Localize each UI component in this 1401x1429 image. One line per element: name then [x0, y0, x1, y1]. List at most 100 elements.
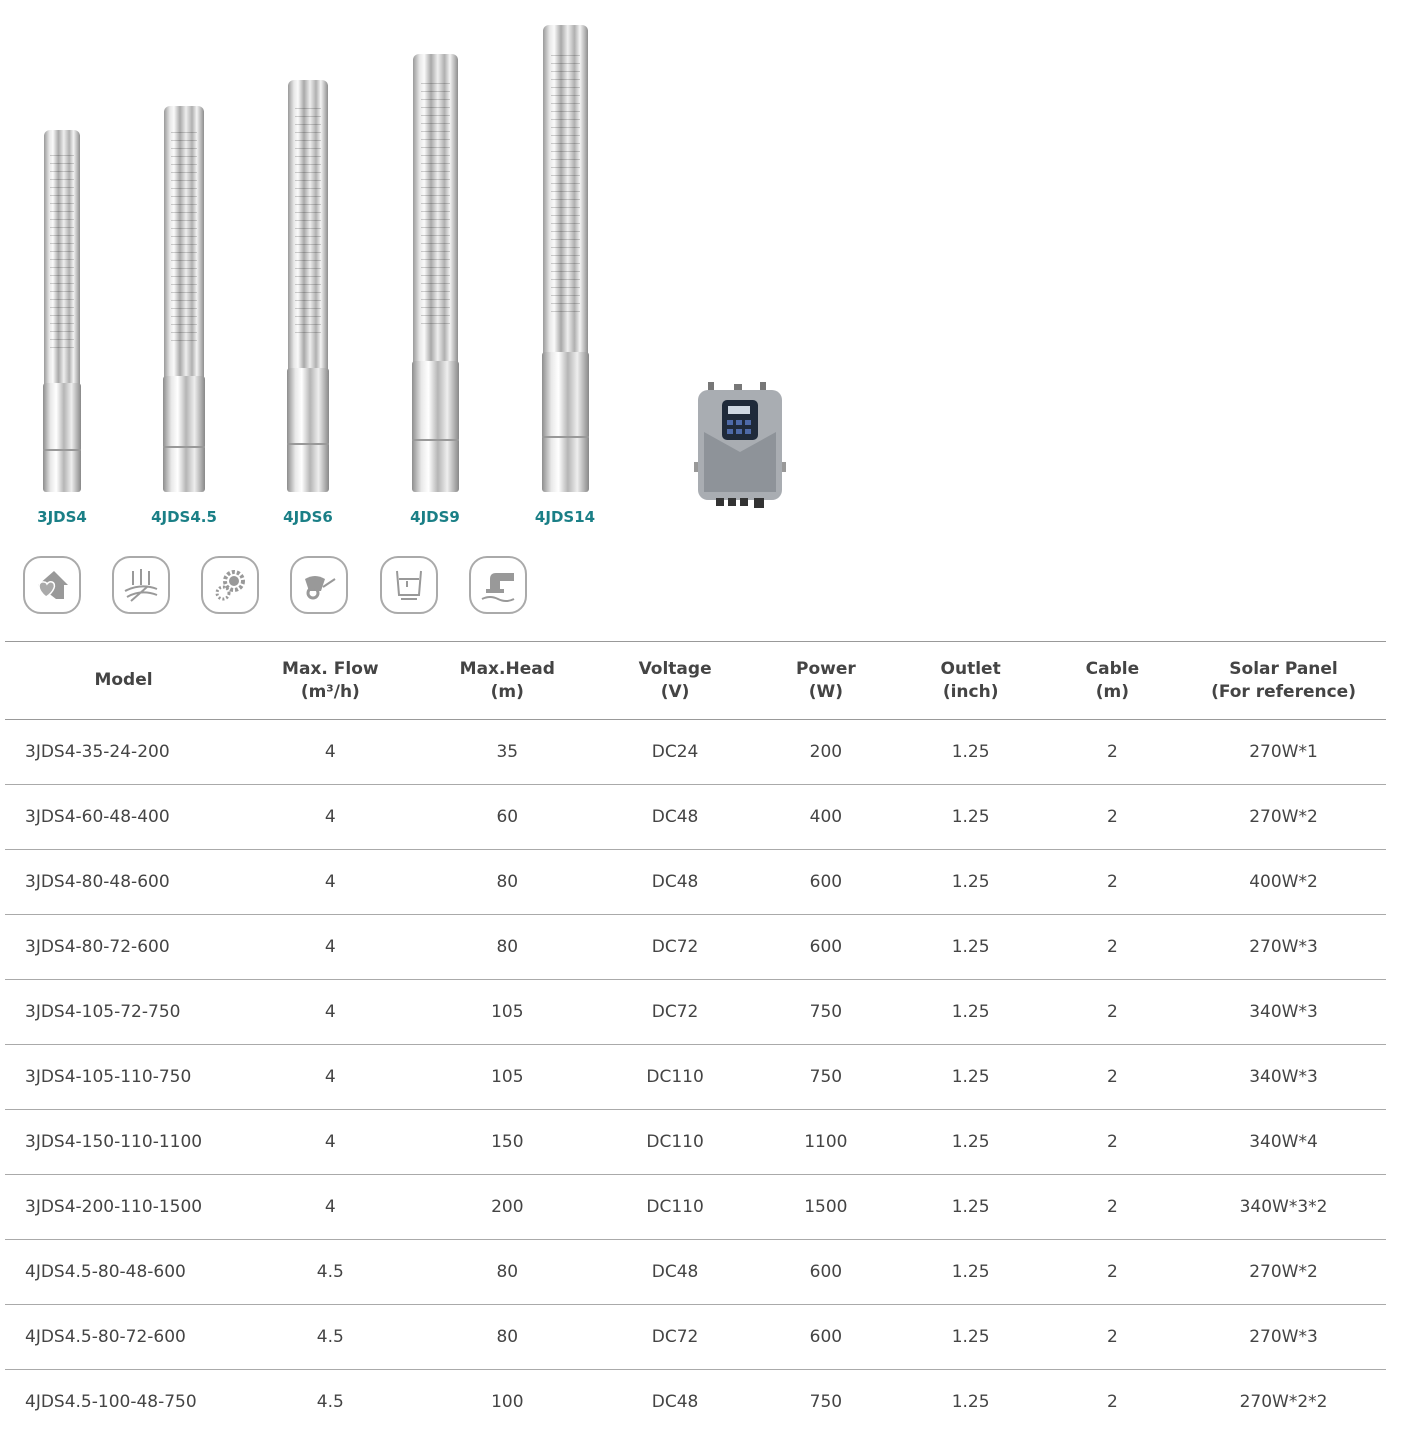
- table-cell: 2: [1043, 1044, 1182, 1110]
- table-cell: 2: [1043, 719, 1182, 785]
- table-cell: 2: [1043, 1239, 1182, 1305]
- table-cell: 1.25: [897, 1109, 1044, 1175]
- table-cell: 1.25: [897, 1369, 1044, 1429]
- column-header: Model: [5, 641, 243, 720]
- column-header: Voltage(V): [595, 641, 755, 720]
- table-cell: 3JDS4-35-24-200: [5, 719, 243, 785]
- table-cell: 270W*2: [1181, 784, 1386, 850]
- table-cell: 4: [242, 849, 419, 915]
- table-cell: 60: [418, 784, 596, 850]
- column-header: Max. Flow(m³/h): [242, 641, 419, 720]
- agriculture-icon: [112, 556, 170, 614]
- product-label[interactable]: 4JDS14: [534, 508, 596, 526]
- table-cell: DC24: [595, 719, 755, 785]
- table-cell: DC72: [595, 1304, 755, 1370]
- table-cell: 80: [418, 849, 596, 915]
- product-label[interactable]: 4JDS4.5: [151, 508, 217, 526]
- table-cell: 80: [418, 914, 596, 980]
- table-cell: 4.5: [242, 1304, 419, 1370]
- table-cell: 150: [418, 1109, 596, 1175]
- table-cell: DC48: [595, 849, 755, 915]
- column-header-title: Max.Head: [459, 658, 555, 679]
- table-cell: 750: [754, 979, 898, 1045]
- table-cell: 4: [242, 784, 419, 850]
- table-cell: 2: [1043, 914, 1182, 980]
- column-header: Outlet(inch): [897, 641, 1044, 720]
- table-cell: 3JDS4-200-110-1500: [5, 1174, 243, 1240]
- pump-image-3jds4: [42, 130, 82, 492]
- water-tank-icon: [380, 556, 438, 614]
- table-cell: 750: [754, 1369, 898, 1429]
- table-cell: 750: [754, 1044, 898, 1110]
- table-cell: 400W*2: [1181, 849, 1386, 915]
- table-cell: 1.25: [897, 1304, 1044, 1370]
- column-header-title: Voltage: [638, 658, 712, 679]
- table-cell: 1.25: [897, 849, 1044, 915]
- table-cell: 1.25: [897, 719, 1044, 785]
- product-label[interactable]: 4JDS6: [283, 508, 333, 526]
- table-cell: 4.5: [242, 1239, 419, 1305]
- table-cell: 80: [418, 1239, 596, 1305]
- column-header-title: Power: [795, 658, 856, 679]
- product-label[interactable]: 3JDS4: [37, 508, 87, 526]
- table-cell: 270W*2*2: [1181, 1369, 1386, 1429]
- table-cell: 340W*3*2: [1181, 1174, 1386, 1240]
- table-cell: DC110: [595, 1109, 755, 1175]
- table-cell: 3JDS4-60-48-400: [5, 784, 243, 850]
- table-cell: DC110: [595, 1174, 755, 1240]
- column-header-unit: (V): [660, 681, 690, 702]
- table-cell: 1500: [754, 1174, 898, 1240]
- table-cell: 600: [754, 914, 898, 980]
- pump-image-4jds4-5: [162, 106, 206, 492]
- table-cell: 4JDS4.5-80-72-600: [5, 1304, 243, 1370]
- table-cell: 4: [242, 1109, 419, 1175]
- table-cell: DC72: [595, 914, 755, 980]
- table-cell: 35: [418, 719, 596, 785]
- table-cell: 4JDS4.5-100-48-750: [5, 1369, 243, 1429]
- table-cell: 270W*1: [1181, 719, 1386, 785]
- table-cell: 2: [1043, 1109, 1182, 1175]
- table-cell: 600: [754, 1239, 898, 1305]
- table-cell: DC110: [595, 1044, 755, 1110]
- table-cell: 200: [418, 1174, 596, 1240]
- table-cell: 80: [418, 1304, 596, 1370]
- table-cell: 105: [418, 979, 596, 1045]
- table-cell: 2: [1043, 979, 1182, 1045]
- home-icon: [23, 556, 81, 614]
- table-cell: 340W*3: [1181, 979, 1386, 1045]
- pump-image-4jds9: [411, 54, 460, 492]
- table-cell: 270W*3: [1181, 1304, 1386, 1370]
- table-cell: 1.25: [897, 1239, 1044, 1305]
- table-cell: 1.25: [897, 1044, 1044, 1110]
- column-header-title: Cable: [1085, 658, 1140, 679]
- table-cell: 4JDS4.5-80-48-600: [5, 1239, 243, 1305]
- column-header-title: Model: [94, 670, 153, 690]
- table-cell: 200: [754, 719, 898, 785]
- controller-image: [694, 382, 786, 508]
- table-cell: 4: [242, 979, 419, 1045]
- column-header-title: Max. Flow: [282, 658, 379, 679]
- table-cell: 2: [1043, 784, 1182, 850]
- table-cell: 600: [754, 1304, 898, 1370]
- table-cell: 3JDS4-105-72-750: [5, 979, 243, 1045]
- table-cell: 270W*2: [1181, 1239, 1386, 1305]
- column-header-unit: (m): [1095, 681, 1130, 702]
- product-label[interactable]: 4JDS9: [410, 508, 460, 526]
- column-header-unit: (W): [808, 681, 844, 702]
- table-cell: 3JDS4-80-48-600: [5, 849, 243, 915]
- column-header: Cable(m): [1043, 641, 1182, 720]
- table-cell: 4: [242, 1044, 419, 1110]
- table-cell: 2: [1043, 849, 1182, 915]
- table-cell: 2: [1043, 1369, 1182, 1429]
- column-header: Max.Head(m): [418, 641, 596, 720]
